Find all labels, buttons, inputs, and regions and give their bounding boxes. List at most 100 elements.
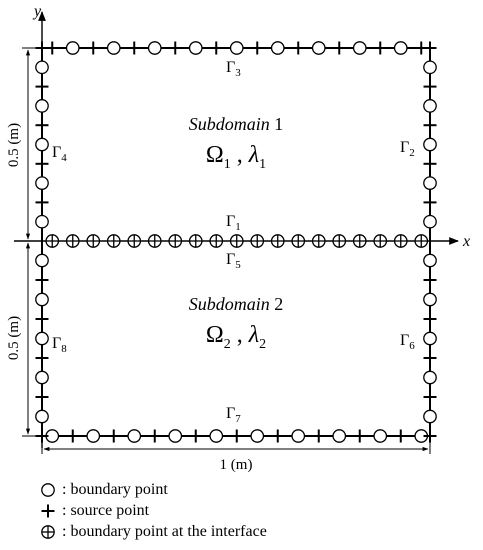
circle-plus-icon	[41, 525, 55, 539]
legend-source-point: : source point	[40, 500, 149, 522]
interface-point	[45, 234, 60, 248]
boundary-point	[373, 429, 388, 443]
interface-point	[393, 234, 408, 248]
boundary-point	[65, 41, 80, 55]
interface-point	[414, 234, 429, 248]
interface-point	[209, 234, 224, 248]
subdomain-1-heading: Subdomain 1	[189, 114, 284, 134]
boundary-point	[35, 176, 49, 190]
source-point	[66, 429, 80, 443]
x-axis-label: x	[462, 233, 470, 250]
source-point	[250, 41, 264, 55]
boundary-point	[332, 429, 347, 443]
source-point	[35, 157, 49, 171]
interface-point	[86, 234, 101, 248]
interface-point	[65, 234, 80, 248]
boundary-point	[423, 331, 437, 346]
boundary-point	[229, 41, 244, 55]
gamma-2-label: Γ2	[400, 139, 415, 159]
boundary-point	[35, 409, 49, 424]
subdomain-1-symbols: Ω1 , λ1	[206, 142, 266, 172]
source-point	[423, 157, 437, 171]
interface-point	[229, 234, 244, 248]
boundary-point	[127, 429, 142, 443]
legend-boundary-point-text: : boundary point	[62, 481, 168, 498]
boundary-point	[423, 214, 437, 229]
boundary-point	[423, 176, 437, 190]
interface-point	[188, 234, 203, 248]
gamma-3-label: Γ3	[226, 59, 241, 79]
interface-point	[147, 234, 162, 248]
interface-point	[250, 234, 265, 248]
boundary-point	[35, 292, 49, 307]
circle-icon	[41, 483, 55, 497]
legend-boundary-point: : boundary point	[40, 479, 168, 501]
source-point	[423, 273, 437, 287]
source-point	[35, 351, 49, 365]
gamma-4-label: Γ4	[52, 144, 67, 164]
source-point	[423, 80, 437, 94]
boundary-point	[250, 429, 265, 443]
dim-height-top-label: 0.5 (m)	[6, 123, 22, 167]
source-point	[423, 118, 437, 132]
source-point	[423, 390, 437, 404]
boundary-point	[423, 253, 437, 268]
boundary-point	[147, 41, 162, 55]
source-point	[209, 41, 223, 55]
boundary-point	[393, 41, 408, 55]
source-point	[423, 351, 437, 365]
boundary-point	[209, 429, 224, 443]
interface-point	[127, 234, 142, 248]
source-point	[35, 80, 49, 94]
y-axis-label: y	[32, 3, 42, 20]
boundary-point	[86, 429, 101, 443]
interface-point	[373, 234, 388, 248]
boundary-point	[35, 331, 49, 346]
boundary-point	[35, 99, 49, 113]
boundary-point	[352, 41, 367, 55]
source-point	[35, 195, 49, 209]
gamma-1-label: Γ1	[226, 213, 241, 233]
source-point	[312, 429, 326, 443]
boundary-point	[423, 409, 437, 424]
source-point	[35, 312, 49, 326]
gamma-6-label: Γ6	[400, 332, 415, 352]
boundary-point	[311, 41, 326, 55]
boundary-point	[168, 429, 183, 443]
boundary-point	[106, 41, 121, 55]
source-point	[291, 41, 305, 55]
interface-point	[332, 234, 347, 248]
source-point	[148, 429, 162, 443]
boundary-point	[423, 137, 437, 152]
interface-point	[311, 234, 326, 248]
source-point	[423, 312, 437, 326]
source-point	[332, 41, 346, 55]
source-point	[35, 390, 49, 404]
interface-point	[270, 234, 285, 248]
boundary-point	[35, 60, 49, 75]
source-point	[189, 429, 203, 443]
legend-source-point-text: : source point	[62, 502, 150, 519]
legend-interface-point: : boundary point at the interface	[40, 521, 267, 543]
interface-point	[168, 234, 183, 248]
boundary-point	[423, 292, 437, 307]
dim-width-label: 1 (m)	[220, 457, 253, 473]
boundary-point	[423, 60, 437, 75]
source-point	[86, 41, 100, 55]
source-point	[394, 429, 408, 443]
gamma-5-label: Γ5	[226, 251, 241, 271]
boundary-point	[423, 370, 437, 385]
interface-point	[291, 234, 306, 248]
source-point	[168, 41, 182, 55]
boundary-point	[291, 429, 306, 443]
plus-icon	[41, 504, 55, 518]
boundary-point	[188, 41, 203, 55]
boundary-point	[35, 137, 49, 152]
source-point	[353, 429, 367, 443]
source-point	[230, 429, 244, 443]
legend-interface-point-text: : boundary point at the interface	[62, 523, 267, 540]
gamma-8-label: Γ8	[52, 335, 67, 355]
source-point	[35, 118, 49, 132]
boundary-point	[35, 214, 49, 229]
